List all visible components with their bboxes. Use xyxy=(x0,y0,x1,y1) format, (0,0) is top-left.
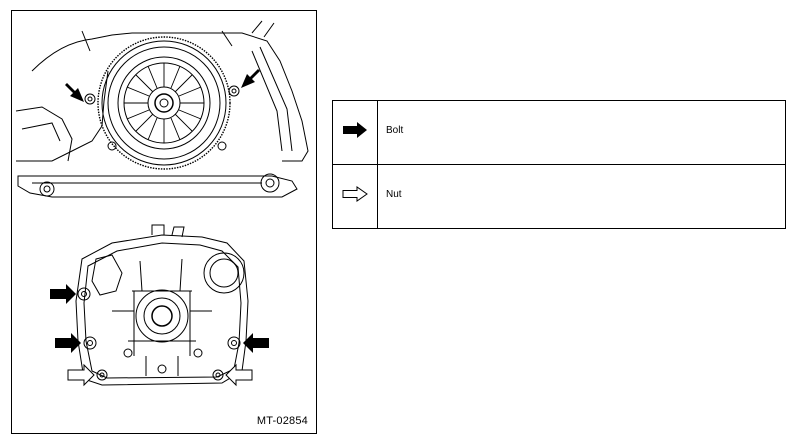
bolt-arrow-icon xyxy=(55,333,81,353)
bolt-arrow-icon xyxy=(243,333,269,353)
legend-row-bolt: Bolt xyxy=(332,100,786,165)
hollow-arrow-icon xyxy=(342,186,368,202)
figure-id: MT-02854 xyxy=(256,415,308,427)
legend-label: Bolt xyxy=(377,100,786,165)
legend-row-nut: Nut xyxy=(332,164,786,229)
bolt-arrow-icon xyxy=(50,284,76,304)
nut-arrow-icon xyxy=(67,363,95,387)
nut-arrow-icon xyxy=(225,363,253,387)
legend-table: Bolt Nut xyxy=(332,100,786,229)
clutch-assembly-drawing xyxy=(15,20,309,198)
legend-label: Nut xyxy=(377,164,786,229)
legend-icon-cell xyxy=(332,164,378,229)
bolt-arrow-icon xyxy=(241,69,260,88)
solid-arrow-icon xyxy=(343,122,367,138)
diagram-illustration xyxy=(15,20,309,387)
legend-icon-cell xyxy=(332,100,378,165)
transmission-housing-drawing xyxy=(75,224,249,386)
bolt-arrow-icon xyxy=(65,83,84,102)
figure-panel: MT-02854 xyxy=(11,10,317,434)
